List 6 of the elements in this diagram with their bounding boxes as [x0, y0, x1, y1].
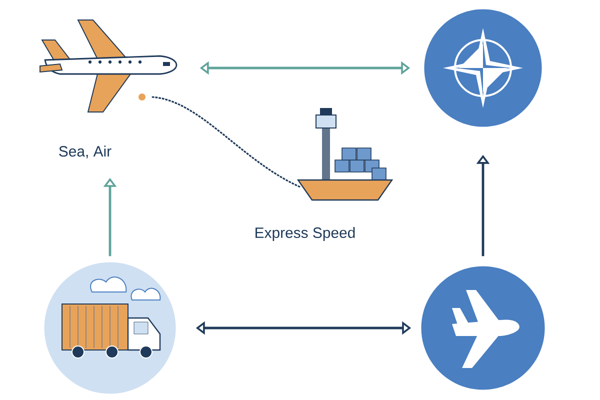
node-label: Express Speed — [256, 227, 355, 241]
truck-icon — [44, 262, 176, 394]
node-label: Sea, Air — [59, 146, 112, 158]
compass-icon — [424, 9, 542, 127]
dotted-line — [152, 96, 300, 188]
airplane-icon — [421, 266, 545, 390]
